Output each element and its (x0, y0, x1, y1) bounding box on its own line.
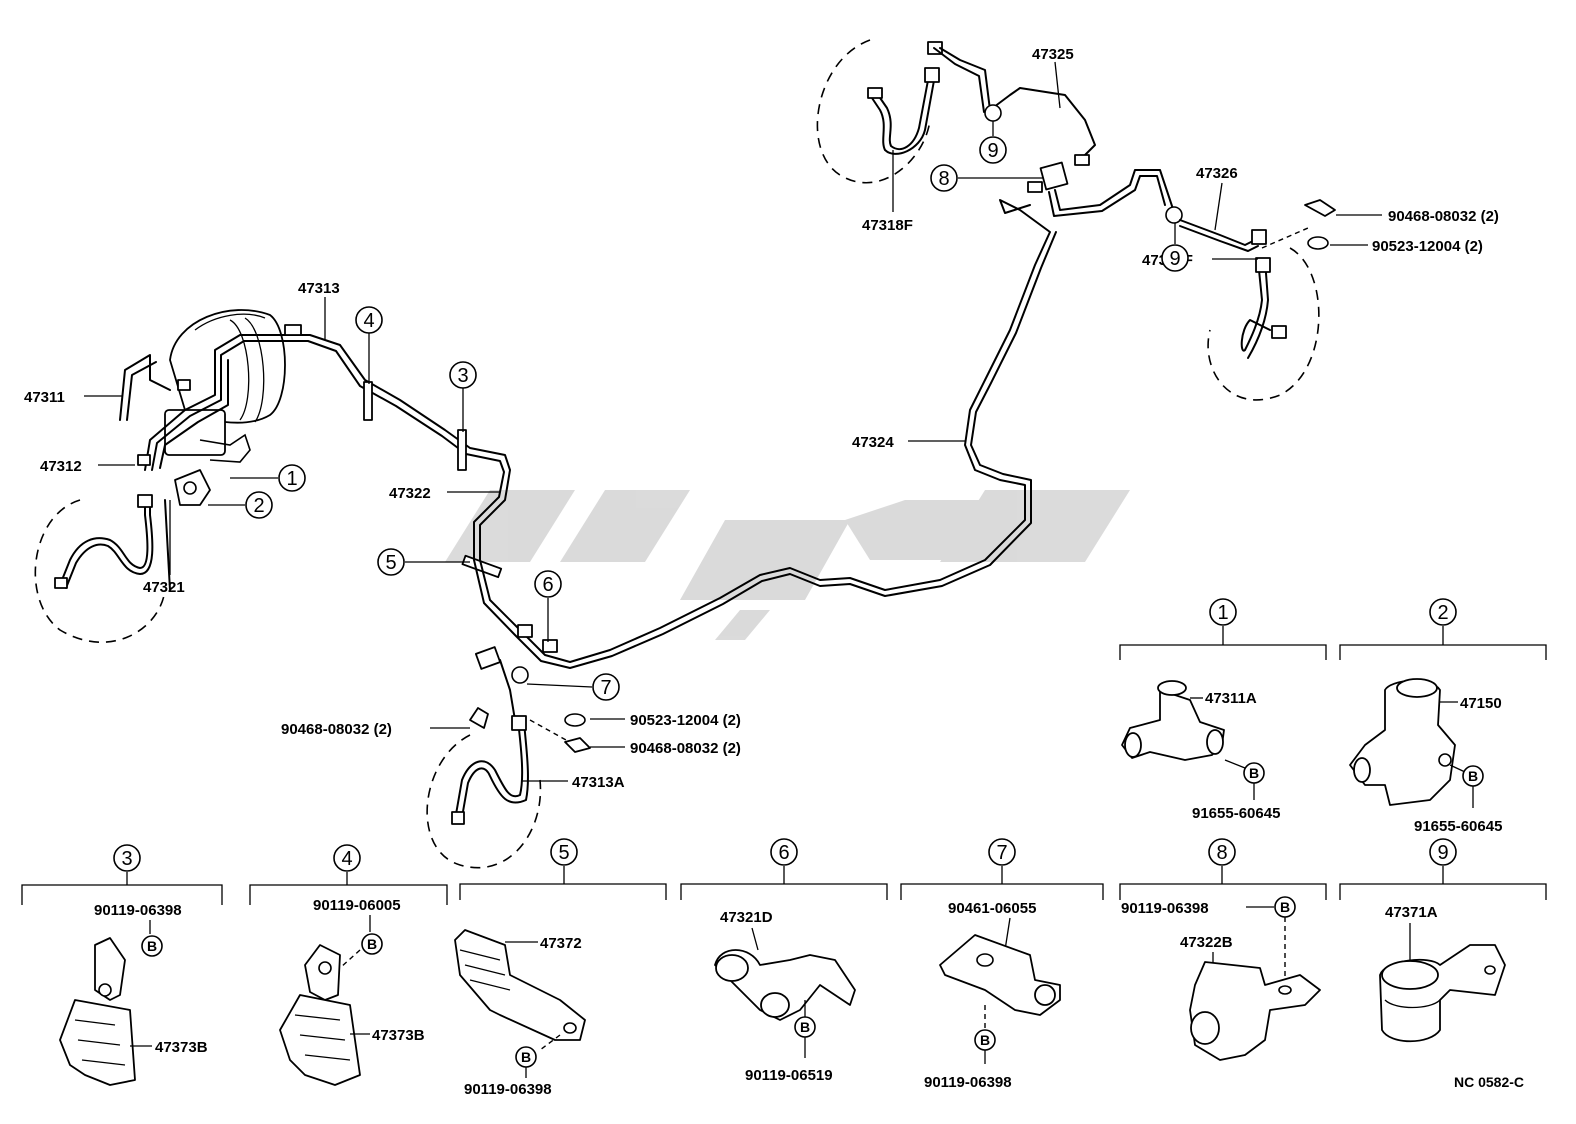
svg-text:4: 4 (341, 848, 352, 870)
svg-text:90119-06005: 90119-06005 (313, 897, 401, 914)
detail-9: 9 47371A (1339, 838, 1547, 1043)
svg-text:9: 9 (1437, 842, 1448, 864)
svg-text:90119-06519: 90119-06519 (745, 1067, 833, 1084)
detail-5: 5 47372 B 90119-06398 (454, 838, 667, 1098)
label-47325: 47325 (1032, 46, 1074, 63)
svg-text:47311A: 47311A (1205, 690, 1257, 707)
svg-text:8: 8 (1216, 842, 1227, 864)
label-47313A: 47313A (572, 774, 625, 791)
svg-text:1: 1 (1217, 602, 1228, 624)
leader-lines (84, 61, 1382, 782)
callout-8: 8 (930, 164, 958, 192)
svg-text:B: B (521, 1049, 531, 1065)
center-brake-disc (426, 707, 591, 869)
svg-text:B: B (980, 1032, 990, 1048)
svg-text:B: B (1468, 768, 1478, 784)
detail-6: 6 47321D B 90119-06519 (680, 838, 888, 1084)
svg-text:5: 5 (385, 552, 396, 574)
watermark-logo (445, 490, 1130, 640)
label-47313: 47313 (298, 280, 340, 297)
svg-text:47373B: 47373B (155, 1039, 208, 1056)
svg-text:B: B (800, 1019, 810, 1035)
svg-text:B: B (1280, 899, 1290, 915)
svg-text:47371A: 47371A (1385, 904, 1438, 921)
label-47318F: 47318F (862, 217, 913, 234)
rear-brake-pipe (473, 199, 1057, 669)
label-47311: 47311 (24, 389, 65, 406)
svg-text:47150: 47150 (1460, 695, 1502, 712)
svg-text:90119-06398: 90119-06398 (924, 1074, 1012, 1091)
detail-1: 1 47311A B 91655-60645 (1119, 598, 1327, 822)
pipe-clamp-3 (457, 429, 467, 471)
svg-text:90119-06398: 90119-06398 (1121, 900, 1209, 917)
detail-3: 3 90119-06398 B 47373B (21, 844, 223, 1086)
svg-text:3: 3 (121, 848, 132, 870)
callout-3: 3 (449, 361, 477, 389)
callout-9-lower: 9 (1161, 244, 1189, 272)
detail-8: 8 90119-06398 B 47322B (1119, 838, 1327, 1061)
svg-text:47321D: 47321D (720, 909, 773, 926)
front-left-brake-disc (34, 494, 166, 643)
label-47321: 47321 (143, 579, 185, 596)
callout-2: 2 (245, 491, 273, 519)
master-cylinder-assembly (119, 309, 511, 591)
svg-text:3: 3 (457, 365, 468, 387)
label-47312: 47312 (40, 458, 82, 475)
svg-text:4: 4 (363, 310, 374, 332)
label-47326: 47326 (1196, 165, 1238, 182)
svg-text:91655-60645: 91655-60645 (1192, 805, 1280, 822)
callout-1: 1 (278, 464, 306, 492)
callout-5: 5 (377, 548, 405, 576)
detail-7: 7 90461-06055 B 90119-06398 (900, 838, 1104, 1091)
svg-text:47373B: 47373B (372, 1027, 425, 1044)
svg-text:B: B (1249, 765, 1259, 781)
svg-text:47372: 47372 (540, 935, 582, 952)
label-grommet-center: 90523-12004 (2) (630, 712, 741, 729)
svg-text:91655-60645: 91655-60645 (1414, 818, 1502, 835)
svg-text:2: 2 (253, 495, 264, 517)
junction-6 (474, 624, 558, 721)
svg-text:90461-06055: 90461-06055 (948, 900, 1036, 917)
pipe-clamp-4 (363, 381, 373, 421)
callout-7: 7 (592, 673, 620, 701)
svg-text:9: 9 (987, 140, 998, 162)
rear-left-brake-disc (816, 39, 1176, 217)
svg-text:90119-06398: 90119-06398 (464, 1081, 552, 1098)
svg-text:1: 1 (286, 468, 297, 490)
label-clip-center-left: 90468-08032 (2) (281, 721, 392, 738)
svg-text:6: 6 (778, 842, 789, 864)
label-grommet-front: 90523-12004 (2) (1372, 238, 1483, 255)
callout-4: 4 (355, 306, 383, 334)
callout-6: 6 (534, 570, 562, 598)
label-47324: 47324 (852, 434, 894, 451)
document-code: NC 0582-C (1454, 1074, 1524, 1090)
svg-text:5: 5 (558, 842, 569, 864)
label-clip-front: 90468-08032 (2) (1388, 208, 1499, 225)
svg-text:47322B: 47322B (1180, 934, 1233, 951)
svg-text:B: B (367, 936, 377, 952)
svg-text:7: 7 (600, 677, 611, 699)
label-47322: 47322 (389, 485, 431, 502)
svg-text:7: 7 (996, 842, 1007, 864)
detail-2: 2 47150 B 91655-60645 (1339, 598, 1547, 835)
detail-4: 4 90119-06005 B 47373B (249, 844, 448, 1086)
svg-text:2: 2 (1437, 602, 1448, 624)
svg-text:B: B (147, 938, 157, 954)
svg-text:90119-06398: 90119-06398 (94, 902, 182, 919)
label-clip-center-right: 90468-08032 (2) (630, 740, 741, 757)
svg-text:9: 9 (1169, 248, 1180, 270)
rear-right-brake-disc (1165, 199, 1336, 401)
callout-9-upper: 9 (979, 136, 1007, 164)
svg-text:8: 8 (938, 168, 949, 190)
svg-text:6: 6 (542, 574, 553, 596)
